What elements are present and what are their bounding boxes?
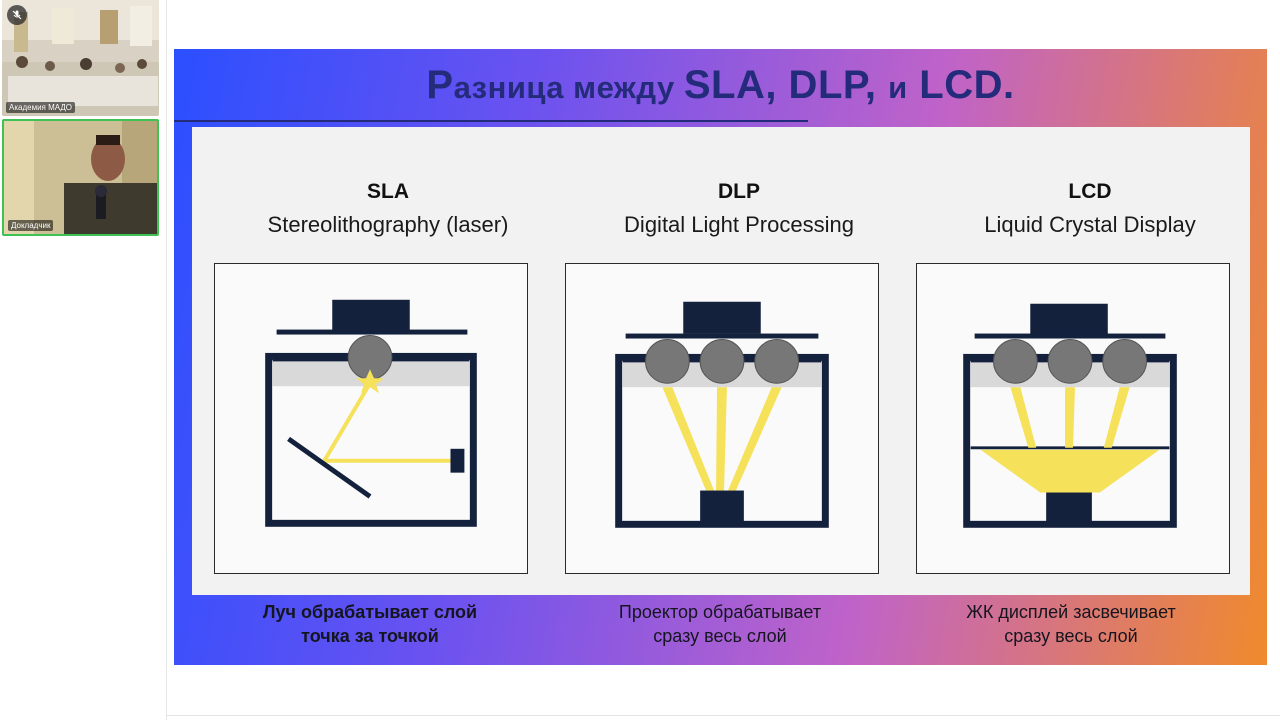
column-dlp: DLP Digital Light Processing	[579, 127, 899, 238]
lcd-display-illustration	[963, 303, 1177, 528]
sla-printer-diagram	[214, 263, 528, 574]
mic-muted-button[interactable]	[7, 5, 27, 25]
divider	[166, 715, 1280, 716]
mic-off-icon	[12, 10, 22, 20]
column-subtitle: Stereolithography (laser)	[267, 212, 509, 237]
lcd-printer-diagram	[916, 263, 1230, 574]
participant-tile-speaker[interactable]: Докладчик	[2, 119, 159, 236]
column-subtitle: Digital Light Processing	[624, 212, 854, 237]
column-subtitle: Liquid Crystal Display	[984, 212, 1196, 237]
participant-name: Академия МАДО	[6, 102, 76, 113]
dlp-projector-illustration	[615, 301, 829, 528]
caption-dlp: Проектор обрабатывает сразу весь слой	[618, 602, 822, 646]
column-heading: SLA	[367, 180, 409, 203]
caption-sla: Луч обрабатывает слой точка за точкой	[262, 602, 478, 646]
participants-sidebar: Академия МАДО Докладчик	[0, 0, 162, 720]
participant-name: Докладчик	[8, 220, 54, 231]
column-sla: SLA Stereolithography (laser)	[228, 127, 548, 238]
presentation-slide: Разница между SLA, DLP, и LCD. SLA Stere…	[174, 49, 1267, 665]
participant-tile-academy[interactable]: Академия МАДО	[2, 0, 159, 116]
column-heading: LCD	[1068, 180, 1112, 203]
speaker-video-feed	[4, 121, 157, 234]
column-lcd: LCD Liquid Crystal Display	[930, 127, 1250, 238]
caption-lcd: ЖК дисплей засвечивает сразу весь слой	[966, 602, 1176, 646]
column-heading: DLP	[718, 180, 760, 203]
sla-laser-illustration	[265, 299, 477, 527]
slide-title: Разница между SLA, DLP, и LCD.	[426, 63, 1015, 107]
dlp-printer-diagram	[565, 263, 879, 574]
content-panel: SLA Stereolithography (laser) DLP Digita…	[192, 127, 1250, 595]
title-underline	[174, 120, 808, 122]
